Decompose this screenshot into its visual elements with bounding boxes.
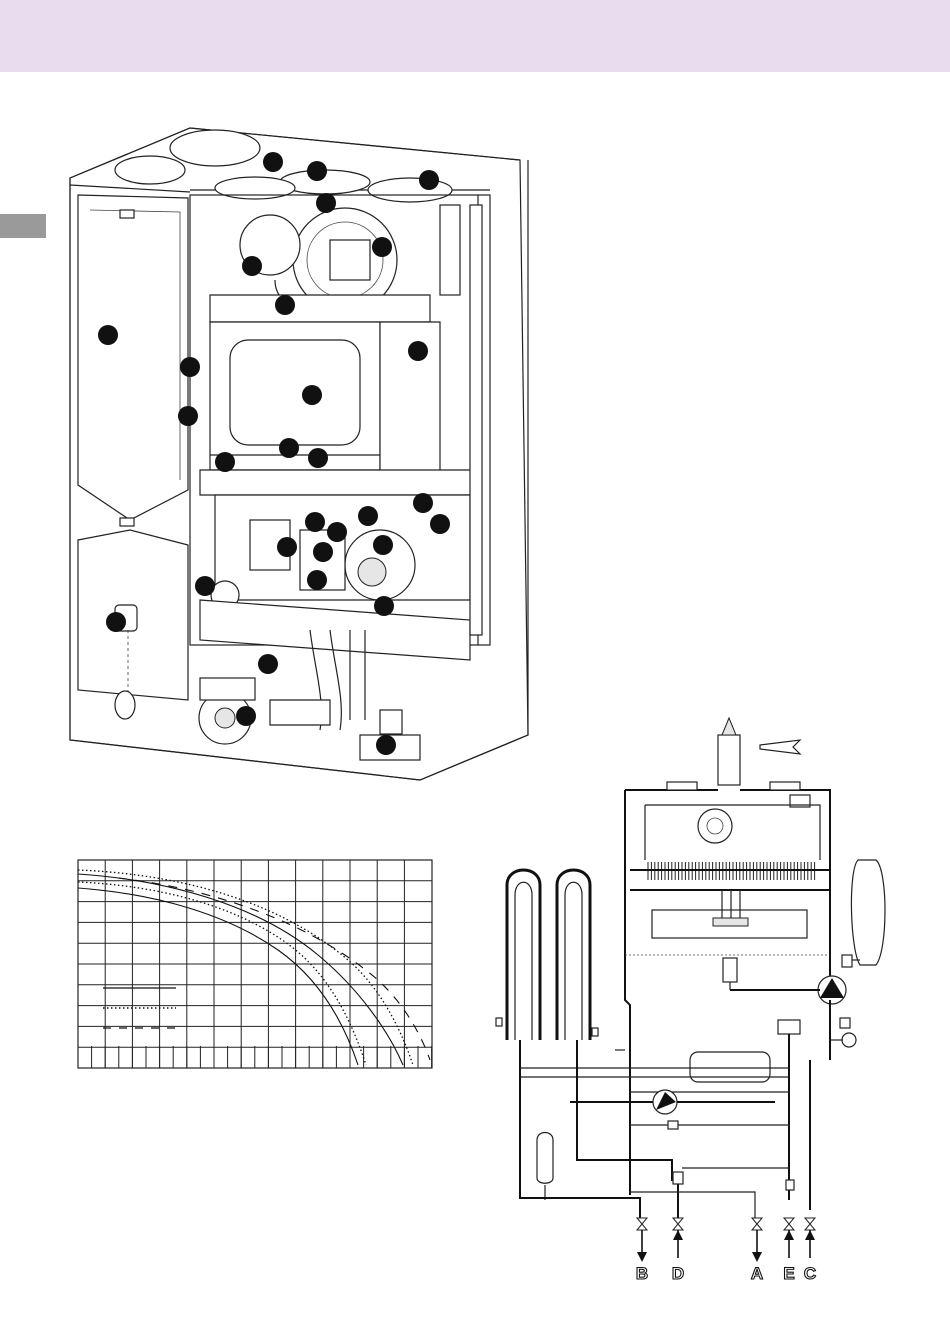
hydraulic-schematic: B D A E C	[495, 715, 915, 1290]
connection-label-d: D	[672, 1264, 684, 1283]
connection-labels: B D A E C	[636, 1264, 816, 1283]
connection-label-e: E	[783, 1264, 794, 1283]
pump-curve-solid-1	[78, 888, 358, 1065]
connection-label-b: B	[636, 1264, 648, 1283]
connection-label-c: C	[804, 1264, 816, 1283]
pump-curve-dashed	[118, 878, 430, 1060]
pump-curve-solid-2	[78, 874, 403, 1065]
connection-label-a: A	[751, 1264, 763, 1283]
pump-curve-graph	[78, 860, 434, 1070]
